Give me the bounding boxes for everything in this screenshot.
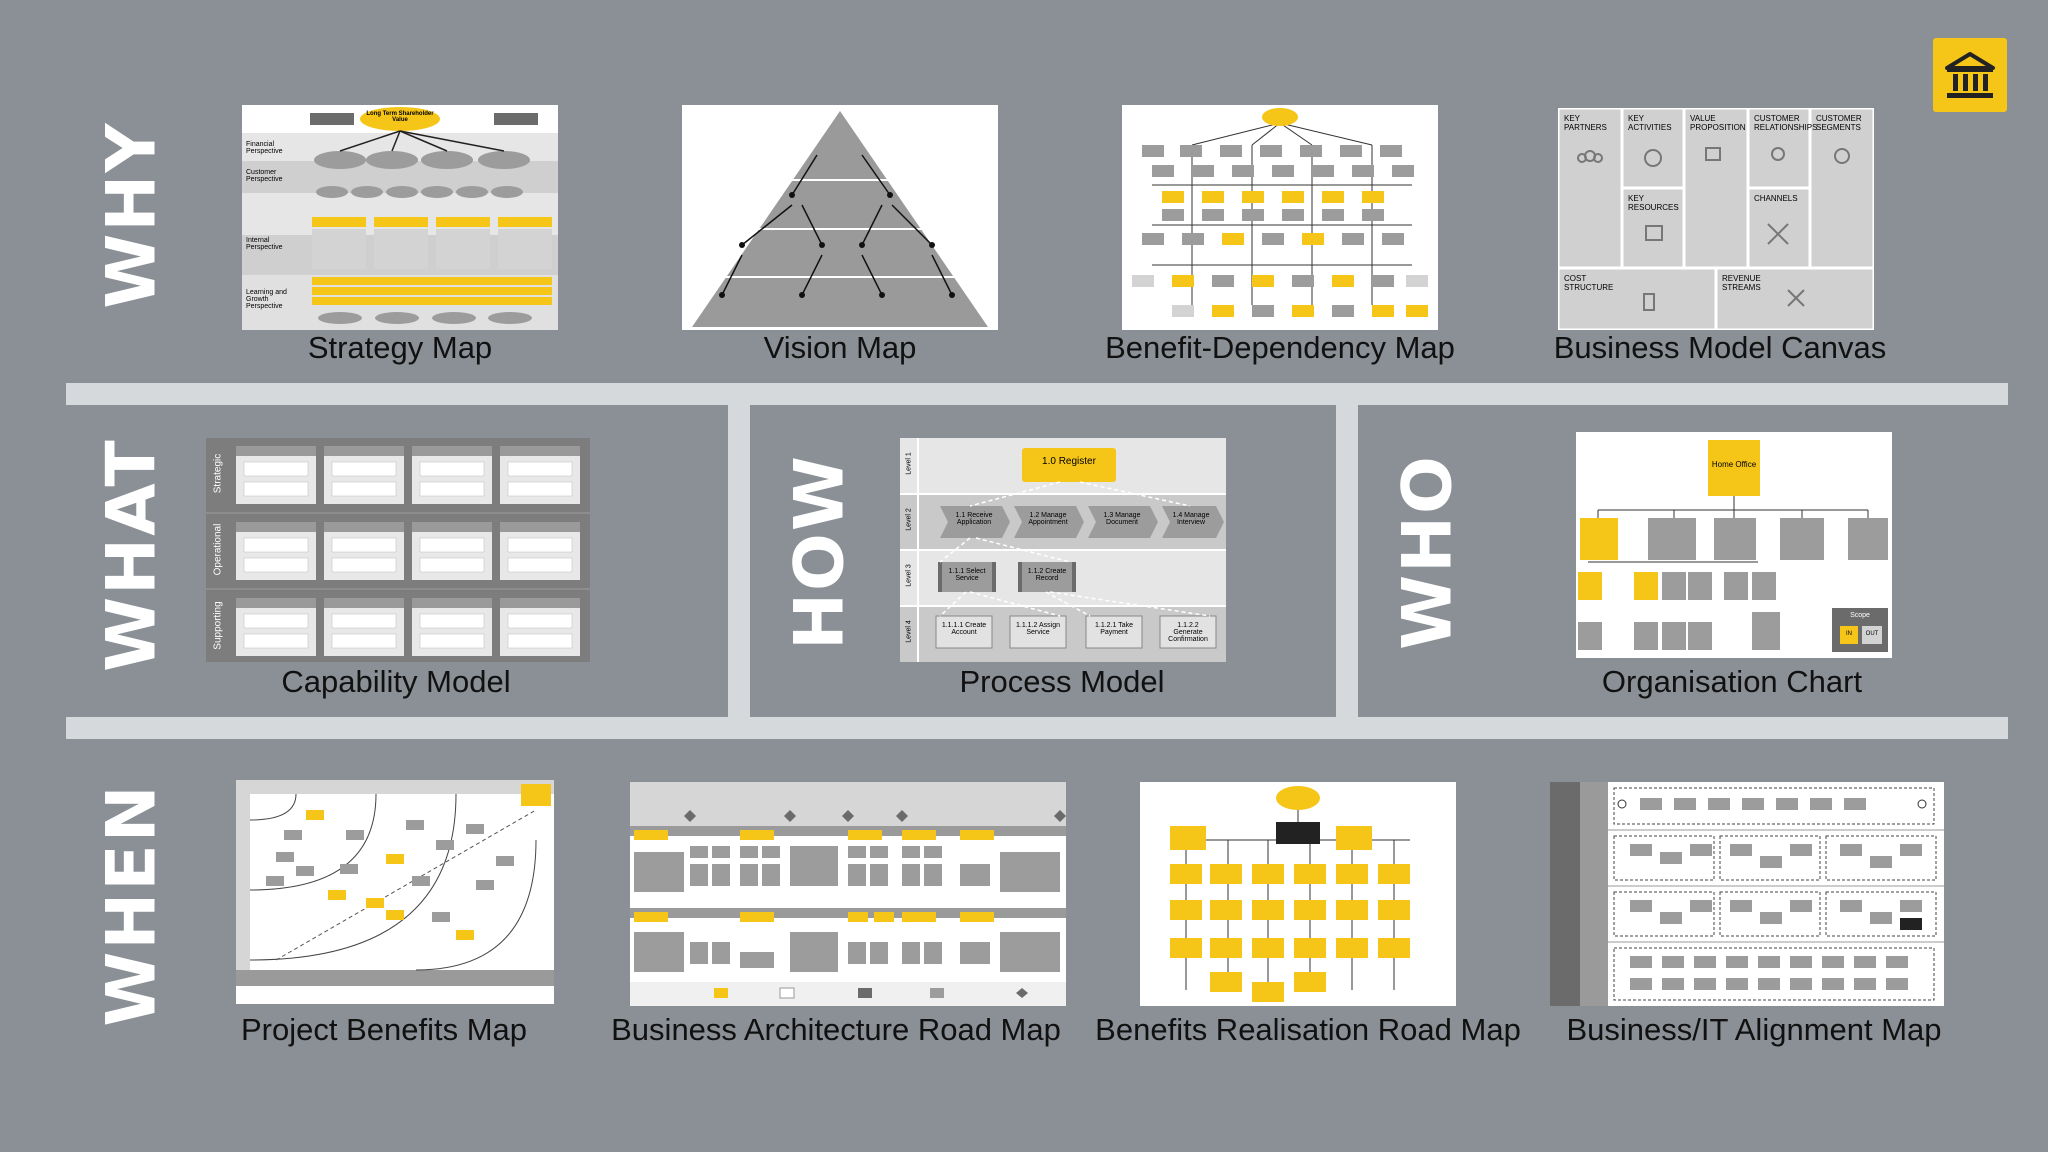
- process-level-3: Level 3: [905, 564, 913, 587]
- band-what-when: [66, 717, 2008, 739]
- benefit-dependency-map-caption: Benefit-Dependency Map: [1105, 330, 1455, 365]
- row-label-what: WHAT: [92, 438, 172, 672]
- business-it-alignment-map-caption: Business/IT Alignment Map: [1566, 1012, 1942, 1047]
- process-l4-1: 1.1.1.1 Create Account: [941, 622, 987, 636]
- process-top-label: 1.0 Register: [1042, 456, 1096, 467]
- band-divider-1: [728, 405, 750, 717]
- process-level-4: Level 4: [905, 620, 913, 643]
- business-it-alignment-map-thumbnail[interactable]: [1550, 782, 1944, 1006]
- project-benefits-map-caption: Project Benefits Map: [240, 1012, 528, 1047]
- benefits-realisation-road-map-thumbnail[interactable]: [1140, 782, 1456, 1006]
- strategy-map-thumbnail[interactable]: Long Term Shareholder Value Financial Pe…: [242, 105, 558, 330]
- process-l4-3: 1.1.2.1 Take Payment: [1094, 622, 1133, 636]
- vision-map-thumbnail[interactable]: [682, 105, 998, 330]
- benefits-realisation-road-map-caption: Benefits Realisation Road Map: [1095, 1012, 1521, 1047]
- strategy-perspective-customer: Customer Perspective: [246, 169, 283, 183]
- business-architecture-road-map-caption: Business Architecture Road Map: [611, 1012, 1061, 1047]
- process-l4-4: 1.1.2.2 Generate Confirmation: [1168, 622, 1208, 643]
- process-model-thumbnail[interactable]: 1.0 Register Level 1 Level 2 Level 3 Lev…: [900, 438, 1226, 662]
- capability-band-strategic: Strategic: [212, 453, 224, 494]
- capability-model-caption: Capability Model: [281, 664, 511, 699]
- benefit-dependency-map-thumbnail[interactable]: [1122, 105, 1438, 330]
- business-model-canvas-caption: Business Model Canvas: [1553, 330, 1887, 365]
- process-l3-1: 1.1.1 Select Service: [948, 568, 986, 582]
- canvas-key-activities: KEY ACTIVITIES: [1628, 114, 1672, 132]
- canvas-revenue-streams: REVENUE STREAMS: [1722, 274, 1761, 292]
- process-level-2: Level 2: [905, 508, 913, 531]
- org-scope-label: Scope: [1850, 612, 1870, 619]
- bank-icon: [1945, 52, 1995, 98]
- process-l3-2: 1.1.2 Create Record: [1027, 568, 1067, 582]
- process-l2-3: 1.3 Manage Document: [1103, 512, 1141, 526]
- project-benefits-map-thumbnail[interactable]: [236, 780, 554, 1004]
- capability-band-operational: Operational: [212, 523, 224, 576]
- row-label-when: WHEN: [92, 783, 172, 1027]
- canvas-channels: CHANNELS: [1754, 194, 1798, 203]
- process-l2-2: 1.2 Manage Appointment: [1028, 512, 1068, 526]
- row-label-how: HOW: [780, 454, 860, 650]
- org-head-label: Home Office: [1711, 460, 1757, 469]
- business-architecture-road-map-thumbnail[interactable]: [630, 782, 1066, 1006]
- row-label-who: WHO: [1388, 454, 1468, 650]
- canvas-customer-segments: CUSTOMER SEGMENTS: [1816, 114, 1862, 132]
- capability-model-thumbnail[interactable]: Strategic Operational Supporting: [206, 438, 590, 662]
- organisation-chart-caption: Organisation Chart: [1601, 664, 1863, 699]
- business-model-canvas-thumbnail[interactable]: KEY PARTNERS KEY ACTIVITIES VALUE PROPOS…: [1558, 108, 1874, 330]
- process-l2-1: 1.1 Receive Application: [955, 512, 993, 526]
- vision-map-caption: Vision Map: [763, 330, 917, 365]
- strategy-perspective-learning: Learning and Growth Perspective: [246, 289, 287, 310]
- process-l4-2: 1.1.1.2 Assign Service: [1016, 622, 1060, 636]
- canvas-cost-structure: COST STRUCTURE: [1564, 274, 1614, 292]
- logo[interactable]: [1933, 38, 2007, 112]
- strategy-perspective-financial: Financial Perspective: [246, 141, 283, 155]
- band-divider-2: [1336, 405, 1358, 717]
- strategy-top-label: Long Term Shareholder Value: [366, 111, 434, 123]
- organisation-chart-thumbnail[interactable]: Home Office Scope IN OUT: [1576, 432, 1892, 658]
- capability-band-supporting: Supporting: [212, 601, 224, 650]
- canvas-key-partners: KEY PARTNERS: [1564, 114, 1607, 132]
- org-scope-in: IN: [1846, 631, 1852, 637]
- band-why-what: [66, 383, 2008, 405]
- org-scope-out: OUT: [1865, 631, 1879, 637]
- strategy-perspective-internal: Internal Perspective: [246, 237, 283, 251]
- canvas-key-resources: KEY RESOURCES: [1628, 194, 1679, 212]
- strategy-map-caption: Strategy Map: [307, 330, 493, 365]
- canvas-customer-relationships: CUSTOMER RELATIONSHIPS: [1754, 114, 1818, 132]
- process-l2-4: 1.4 Manage Interview: [1172, 512, 1210, 526]
- row-label-why: WHY: [92, 121, 172, 309]
- process-level-1: Level 1: [905, 452, 913, 475]
- process-model-caption: Process Model: [959, 664, 1165, 699]
- canvas-value-proposition: VALUE PROPOSITION: [1690, 114, 1746, 132]
